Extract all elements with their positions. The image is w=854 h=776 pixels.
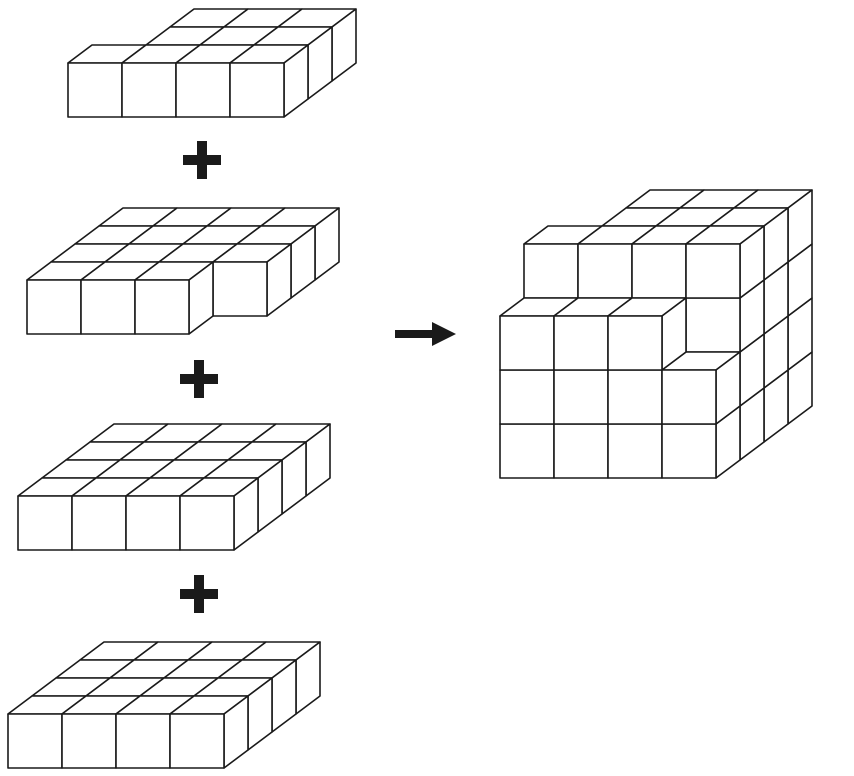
layer-4-bottom — [7, 641, 321, 769]
cube-front-face — [577, 243, 633, 299]
cube-front-face — [661, 423, 717, 479]
plus-icon — [183, 141, 221, 179]
cube-front-face — [553, 423, 609, 479]
cube-front-face — [125, 495, 181, 551]
cube-front-face — [631, 243, 687, 299]
cube-front-face — [179, 495, 235, 551]
cube-front-face — [607, 315, 663, 371]
cube-front-face — [523, 243, 579, 299]
cube-front-face — [499, 423, 555, 479]
cube-front-face — [17, 495, 73, 551]
cube-front-face — [661, 369, 717, 425]
cube-front-face — [26, 279, 82, 335]
plus-icon — [180, 360, 218, 398]
cube-front-face — [607, 423, 663, 479]
layer-3 — [17, 423, 331, 551]
cube-front-face — [175, 62, 231, 118]
cube-front-face — [553, 369, 609, 425]
layer-1-top — [67, 8, 357, 118]
cube-front-face — [499, 315, 555, 371]
cube-front-face — [169, 713, 225, 769]
cube-front-face — [71, 495, 127, 551]
cube-front-face — [61, 713, 117, 769]
cube-front-face — [685, 243, 741, 299]
cube-front-face — [499, 369, 555, 425]
cube-front-face — [67, 62, 123, 118]
cube-front-face — [553, 315, 609, 371]
cube-front-face — [607, 369, 663, 425]
cube-front-face — [134, 279, 190, 335]
cube-front-face — [685, 297, 741, 353]
plus-icon — [180, 575, 218, 613]
cube-front-face — [229, 62, 285, 118]
cube-front-face — [121, 62, 177, 118]
combined-solid — [499, 189, 813, 479]
cube-front-face — [212, 261, 268, 317]
cube-front-face — [80, 279, 136, 335]
cube-front-face — [115, 713, 171, 769]
layer-2 — [26, 207, 340, 335]
arrow-right-icon — [395, 322, 456, 346]
cube-front-face — [7, 713, 63, 769]
